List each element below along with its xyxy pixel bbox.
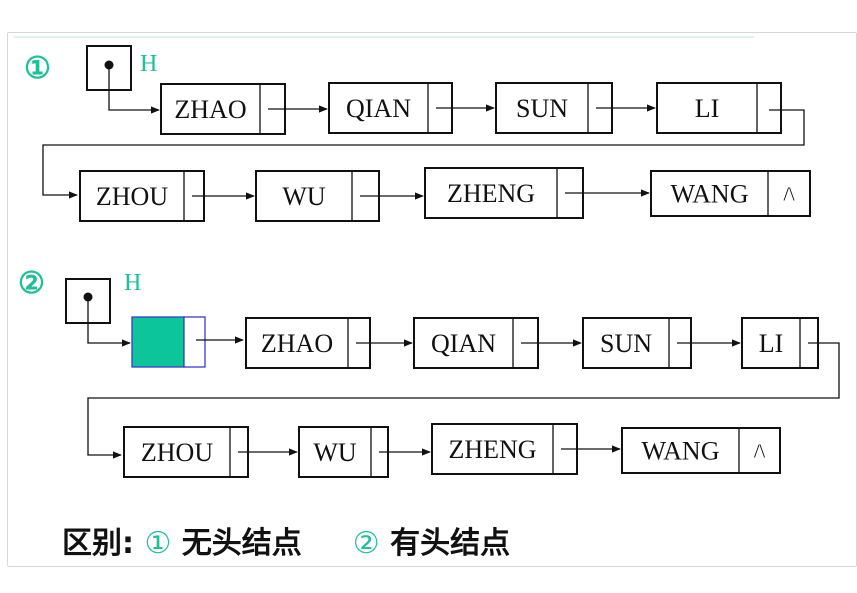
list1-r1-node-4 [656,82,782,134]
list2-r2-node-4-null-symbol: /\ [754,441,766,463]
list1-marker: ① [24,52,51,85]
list1-r1-node-3 [495,82,613,134]
list2-r2-node-4 [621,427,781,474]
list2-r2-node-1 [123,426,249,478]
list2-r1-node-1 [245,317,371,369]
list2-r2-node-2 [298,426,389,478]
list2-head-link [87,297,131,347]
list2-r2-node-2-label: WU [313,438,357,467]
list1-r1-node-1-label: ZHAO [174,95,246,124]
list1-r1-node-3-label: SUN [516,94,568,123]
list1-r2-node-4-null-symbol: /\ [783,184,795,206]
list2-wrap-link [87,342,840,459]
list1-head-link [108,65,160,114]
list1-r2-node-2-label: WU [282,182,326,211]
caption-item2-text: 有头结点 [390,526,511,561]
list1-r2-node-2 [255,170,380,222]
list1-head-label: H [140,51,157,77]
list1-r1-node-1 [160,83,286,135]
list2-r1-node-2 [413,317,539,369]
list2-r1-node-4 [741,317,819,369]
list1-r2-node-1-label: ZHOU [96,182,168,211]
list1-r1-node-4-label: LI [695,94,720,123]
list2-r1-node-2-label: QIAN [431,329,496,358]
caption-item1-marker: ① [144,526,172,561]
list2-r2-node-3-label: ZHENG [448,435,536,464]
list1-r2-node-4 [650,170,811,217]
list2-r1-node-4-label: LI [759,329,784,358]
top-divider [14,36,754,38]
list2-r2-node-4-label: WANG [642,437,720,466]
list2-marker: ② [18,267,45,300]
caption-item1-text: 无头结点 [181,526,302,561]
list2-r1-node-3 [582,317,692,369]
caption-item2-marker: ② [352,526,380,561]
list2-head-node-pointer [183,316,206,368]
list1-r1-node-2-label: QIAN [346,94,411,123]
list1-row1: ZHAO QIAN SUN LI [42,82,805,199]
list2-head-node-data [131,316,185,368]
list2-row1: ZHAO QIAN SUN LI [87,317,840,459]
caption-prefix: 区别: [62,526,134,561]
list2-r1-node-1-label: ZHAO [261,329,333,358]
caption: 区别: ① 无头结点 ② 有头结点 [62,518,510,562]
list1-r2-node-3-label: ZHENG [447,179,535,208]
list1-row2: ZHOU WU ZHENG WANG /\ [79,167,811,222]
list2-row2: ZHOU WU ZHENG WANG /\ [123,423,781,478]
list2-head-label: H [124,270,141,296]
list2-r1-node-3-label: SUN [600,329,652,358]
list1-wrap-link [42,109,805,199]
list1-r2-node-4-label: WANG [671,180,749,209]
list2-r2-node-1-label: ZHOU [141,438,213,467]
list1-r2-node-1 [79,170,205,222]
